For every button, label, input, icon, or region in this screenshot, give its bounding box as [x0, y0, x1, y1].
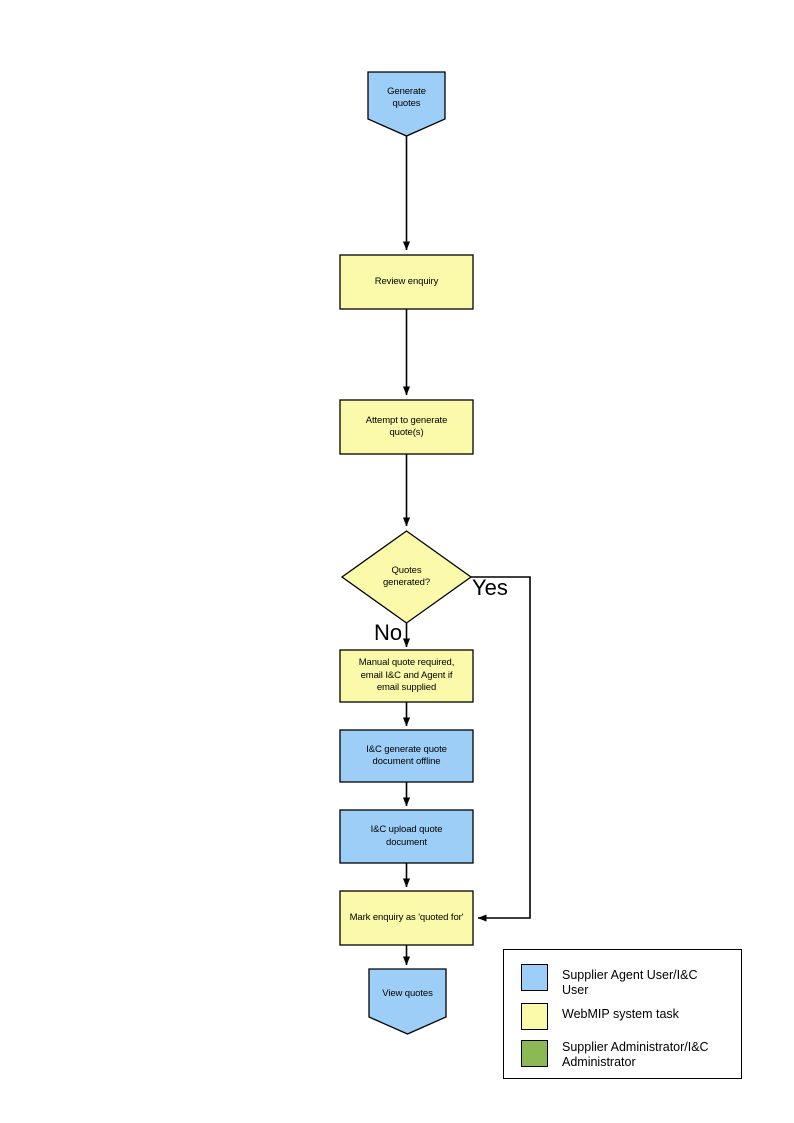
node-ic-generate-quote-offline[interactable]	[339, 729, 474, 783]
edge-label-no: No	[374, 620, 403, 645]
node-manual-quote-required[interactable]	[339, 649, 474, 703]
nodes-group	[339, 71, 474, 1035]
node-review-enquiry[interactable]	[339, 254, 474, 310]
node-attempt-generate-quotes[interactable]	[339, 399, 474, 455]
legend-label-user: Supplier Agent User/I&C User	[562, 968, 698, 997]
legend-swatch-system-icon	[521, 1003, 548, 1030]
node-ic-upload-quote-document[interactable]	[339, 809, 474, 864]
legend-item-user: Supplier Agent User/I&C User	[521, 964, 726, 998]
edge-label-yes: Yes	[472, 575, 508, 600]
legend: Supplier Agent User/I&C User WebMIP syst…	[503, 949, 742, 1079]
node-quotes-generated-decision[interactable]	[340, 530, 473, 624]
legend-swatch-admin-icon	[521, 1040, 548, 1067]
legend-item-system: WebMIP system task	[521, 1003, 726, 1030]
edge-decision-yes	[471, 576, 531, 922]
node-generate-quotes[interactable]	[367, 71, 446, 137]
legend-swatch-user-icon	[521, 964, 548, 991]
node-view-quotes[interactable]	[368, 968, 447, 1035]
legend-label-system: WebMIP system task	[562, 1007, 679, 1021]
legend-item-admin: Supplier Administrator/I&C Administrator	[521, 1040, 731, 1070]
node-mark-enquiry-quoted-for[interactable]	[339, 890, 474, 946]
legend-label-admin: Supplier Administrator/I&C Administrator	[562, 1040, 709, 1069]
edges-group	[402, 135, 531, 966]
